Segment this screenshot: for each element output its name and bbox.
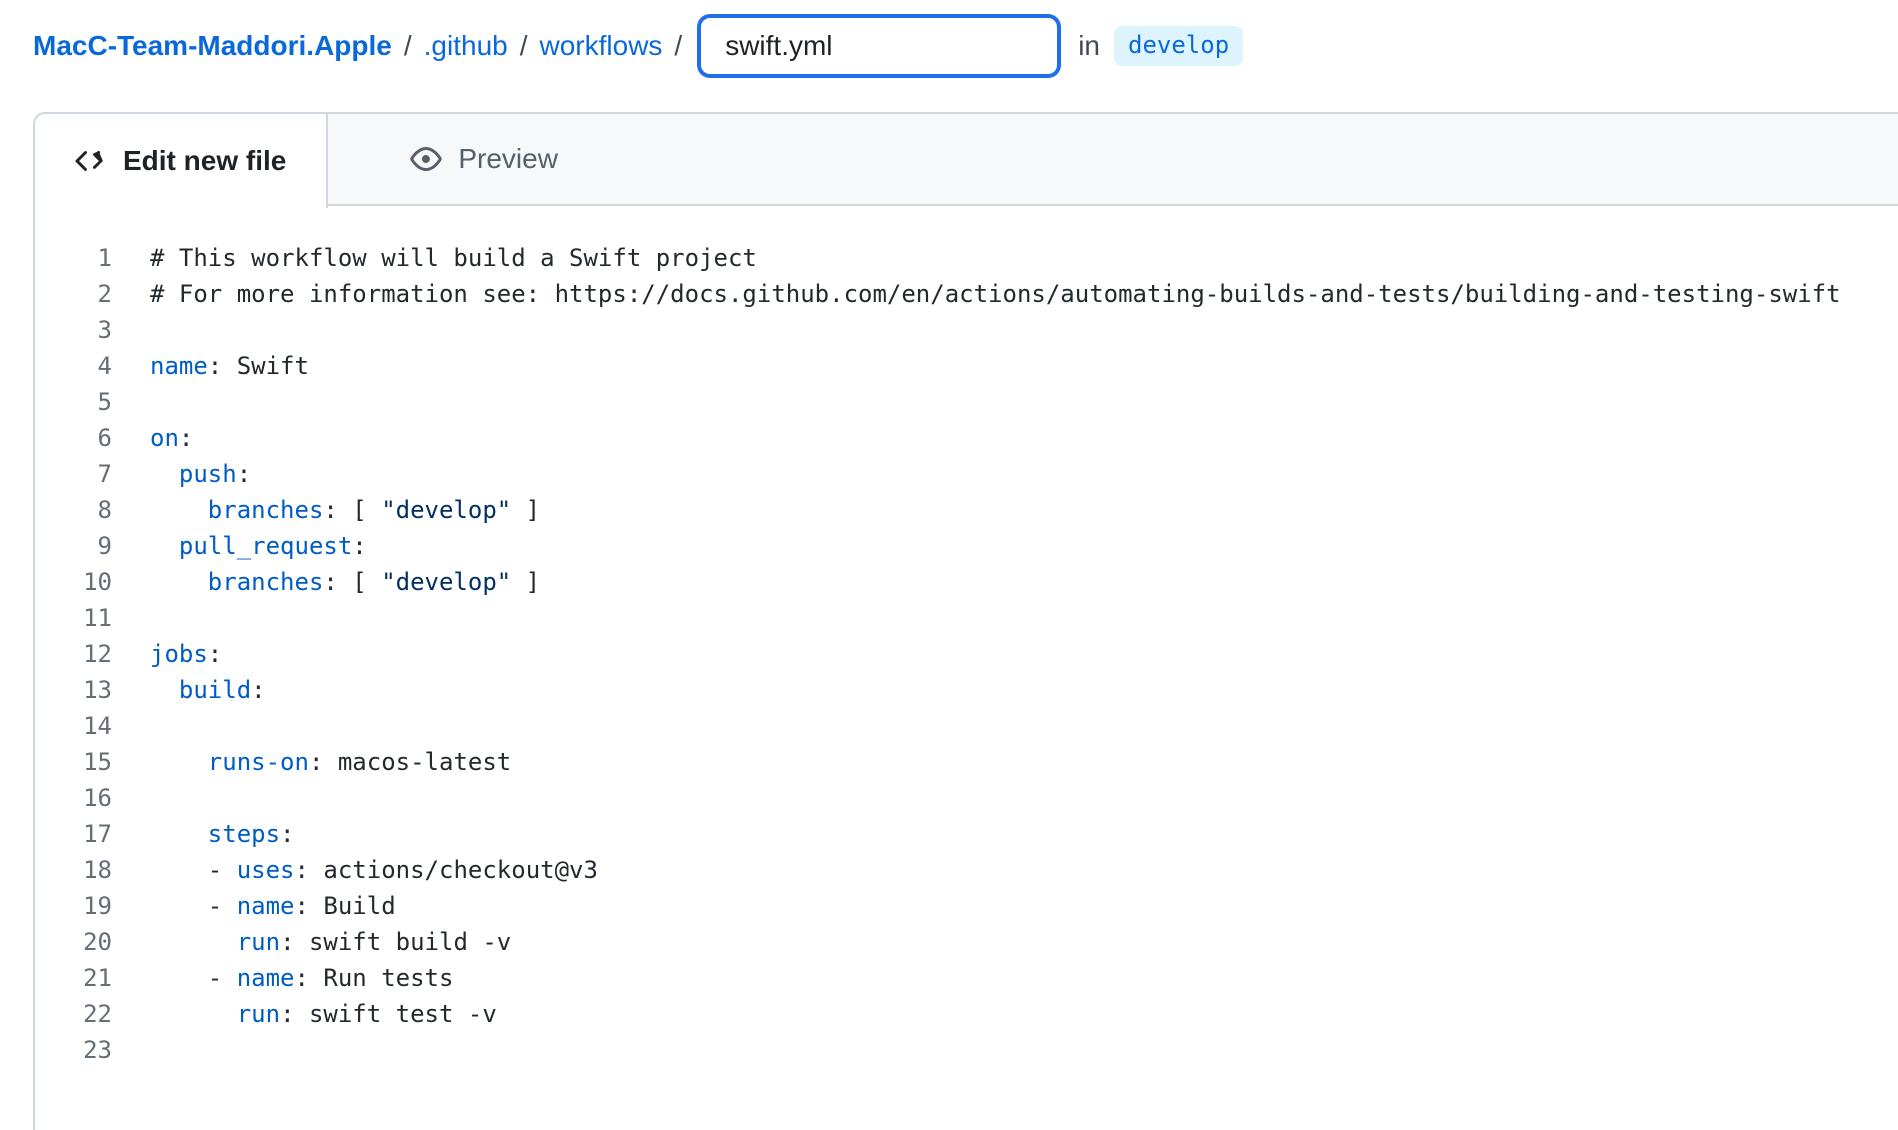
line-content: branches: [ "develop" ]: [207, 496, 541, 524]
code-line[interactable]: 9 pull_request:: [35, 528, 1898, 564]
line-number: 6: [97, 424, 112, 452]
code-line[interactable]: 8 branches: [ "develop" ]: [35, 492, 1898, 528]
line-number: 13: [83, 676, 112, 704]
code-line[interactable]: 23: [35, 1032, 1898, 1068]
line-content: - name: Run tests: [150, 964, 454, 992]
line-number: 9: [97, 532, 112, 560]
line-number: 17: [83, 820, 112, 848]
line-number: 20: [83, 928, 112, 956]
code-line[interactable]: 4 name: Swift: [35, 348, 1898, 384]
code-line[interactable]: 17 steps:: [35, 816, 1898, 852]
line-number: 7: [97, 460, 112, 488]
line-content: steps:: [207, 820, 295, 848]
code-line[interactable]: 15 runs-on: macos-latest: [35, 744, 1898, 780]
code-line[interactable]: 22 run: swift test -v: [35, 996, 1898, 1032]
code-line[interactable]: 5: [35, 384, 1898, 420]
editor-tab-bar: Edit new file Preview: [35, 114, 1898, 208]
code-line[interactable]: 20 run: swift build -v: [35, 924, 1898, 960]
line-number: 4: [97, 352, 112, 380]
code-line[interactable]: 10 branches: [ "develop" ]: [35, 564, 1898, 600]
breadcrumb-separator: /: [403, 30, 412, 61]
line-content: - uses: actions/checkout@v3: [150, 856, 598, 884]
branch-badge: develop: [1114, 26, 1244, 66]
code-editor[interactable]: 1 # This workflow will build a Swift proj…: [35, 206, 1898, 1068]
line-content: [112, 600, 150, 636]
line-content: [112, 780, 150, 816]
code-line[interactable]: 6 on:: [35, 420, 1898, 456]
line-number: 16: [83, 784, 112, 812]
line-number: 19: [83, 892, 112, 920]
code-line[interactable]: 16: [35, 780, 1898, 816]
line-number: 15: [83, 748, 112, 776]
line-number: 10: [83, 568, 112, 596]
code-line[interactable]: 7 push:: [35, 456, 1898, 492]
line-content: run: swift test -v: [236, 1000, 497, 1028]
line-content: - name: Build: [150, 892, 396, 920]
line-content: branches: [ "develop" ]: [207, 568, 541, 596]
tab-edit-new-file[interactable]: Edit new file: [35, 114, 329, 208]
code-line[interactable]: 18 - uses: actions/checkout@v3: [35, 852, 1898, 888]
line-number: 5: [97, 388, 112, 416]
line-number: 12: [83, 640, 112, 668]
code-line[interactable]: 12 jobs:: [35, 636, 1898, 672]
line-content: [112, 384, 150, 420]
line-number: 3: [97, 316, 112, 344]
tab-preview-label: Preview: [458, 143, 558, 174]
code-line[interactable]: 11: [35, 600, 1898, 636]
code-line[interactable]: 14: [35, 708, 1898, 744]
code-icon: [75, 145, 107, 177]
line-content: [112, 1032, 150, 1068]
line-number: 21: [83, 964, 112, 992]
line-content: push:: [178, 460, 252, 488]
code-line[interactable]: 13 build:: [35, 672, 1898, 708]
breadcrumb-repo-link[interactable]: MacC-Team-Maddori.Apple: [33, 30, 392, 61]
line-number: 2: [97, 280, 112, 308]
line-number: 11: [83, 604, 112, 632]
breadcrumb-separator: /: [519, 30, 528, 61]
in-branch-label: in: [1078, 30, 1100, 61]
line-number: 8: [97, 496, 112, 524]
code-line[interactable]: 1 # This workflow will build a Swift proj…: [35, 240, 1898, 276]
breadcrumb-dir-github-link[interactable]: .github: [423, 30, 508, 61]
code-line[interactable]: 2 # For more information see: https://doc…: [35, 276, 1898, 312]
breadcrumb-separator: /: [674, 30, 683, 61]
line-content: build:: [178, 676, 266, 704]
filename-input[interactable]: [698, 15, 1061, 77]
line-content: jobs:: [150, 640, 223, 668]
tab-edit-new-file-label: Edit new file: [123, 145, 287, 176]
line-number: 23: [83, 1036, 112, 1064]
line-number: 18: [83, 856, 112, 884]
line-number: 22: [83, 1000, 112, 1028]
line-content: pull_request:: [178, 532, 367, 560]
line-content: on:: [150, 424, 194, 452]
file-editor-container: Edit new file Preview 1 # This workflow w…: [33, 112, 1898, 1130]
line-content: name: Swift: [150, 352, 309, 380]
tab-preview[interactable]: Preview: [370, 114, 598, 204]
code-lines: 1 # This workflow will build a Swift proj…: [35, 240, 1898, 1068]
code-line[interactable]: 3: [35, 312, 1898, 348]
code-line[interactable]: 19 - name: Build: [35, 888, 1898, 924]
line-content: [112, 708, 150, 744]
line-number: 14: [83, 712, 112, 740]
breadcrumb-dir-workflows-link[interactable]: workflows: [539, 30, 663, 61]
line-content: run: swift build -v: [236, 928, 512, 956]
line-content: # This workflow will build a Swift proje…: [150, 244, 757, 272]
breadcrumb: MacC-Team-Maddori.Apple / .github / work…: [33, 14, 1244, 78]
line-content: runs-on: macos-latest: [207, 748, 512, 776]
line-content: [112, 312, 150, 348]
line-number: 1: [97, 244, 112, 272]
eye-icon: [410, 143, 443, 175]
code-line[interactable]: 21 - name: Run tests: [35, 960, 1898, 996]
line-content: # For more information see: https://docs…: [150, 280, 1841, 308]
